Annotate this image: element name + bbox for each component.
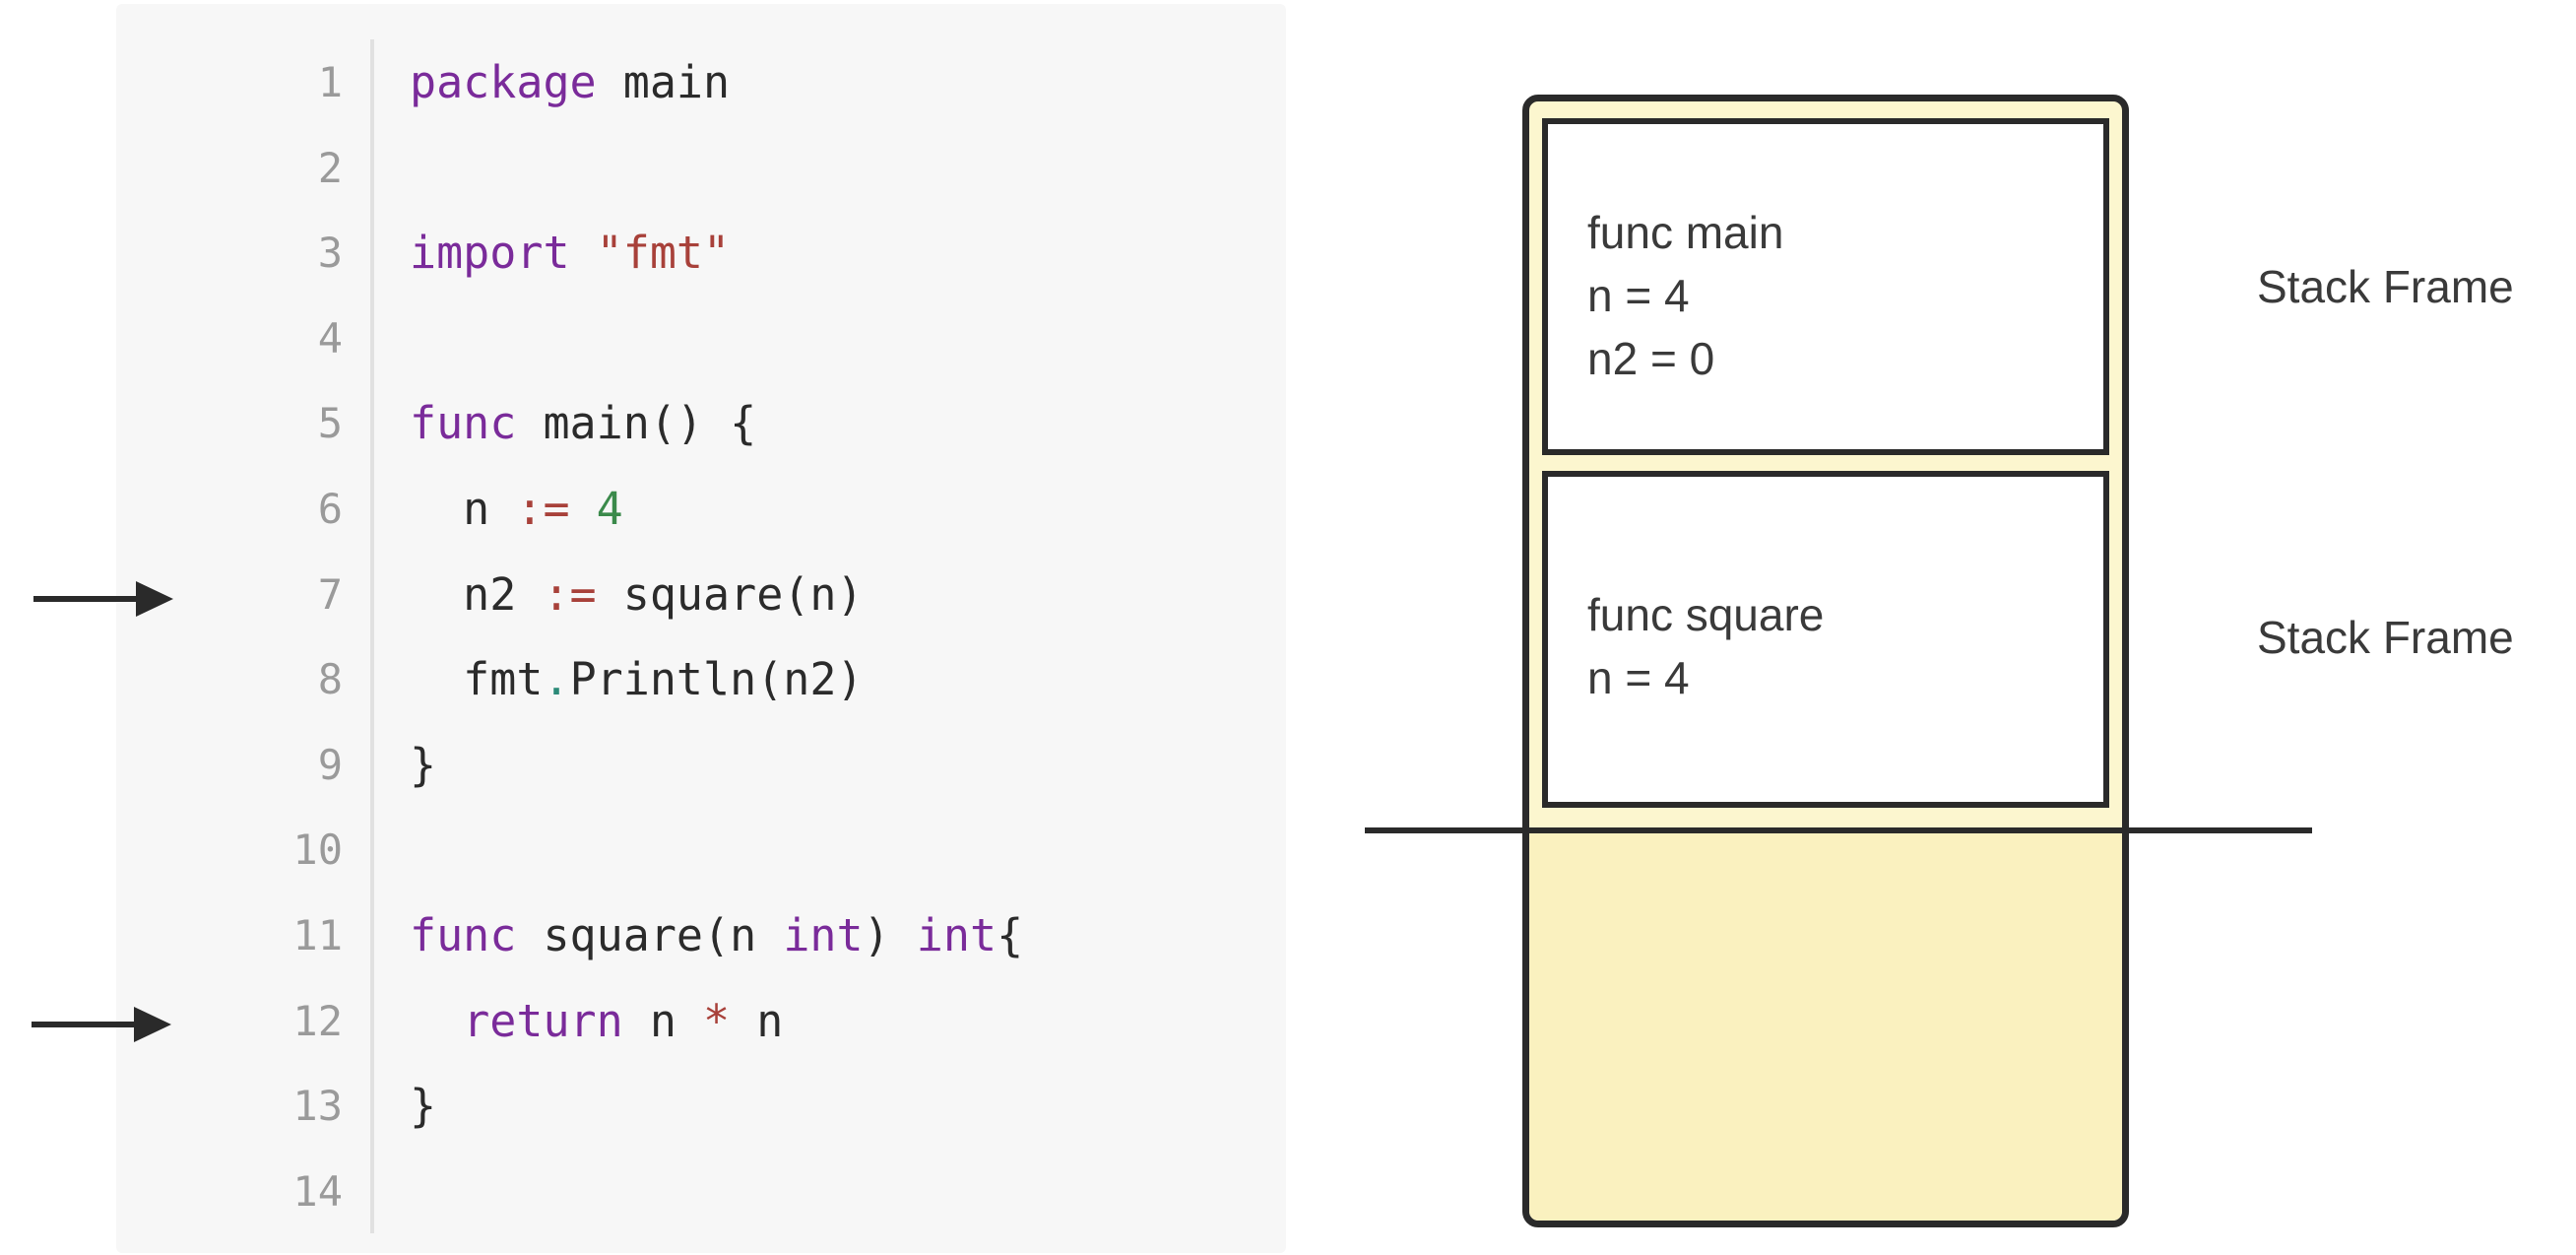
frame-main-title: func main: [1587, 207, 1784, 258]
line-number-13: 13: [292, 1082, 343, 1131]
code-token-plain: square(n): [596, 567, 864, 621]
gutter-divider: [370, 39, 374, 1233]
code-token-plain: n2: [410, 567, 544, 621]
code-text-12: return n * n: [410, 992, 783, 1051]
code-panel: 1 package main 2 3 import "fmt" 4 5 func main()…: [116, 4, 1286, 1253]
code-token-plain: Println(n2): [569, 653, 864, 706]
code-token-plain: [570, 227, 597, 279]
code-token-keyword: package: [410, 56, 597, 108]
code-token-keyword: int: [783, 909, 864, 961]
code-text-11: func square(n int) int{: [410, 906, 1023, 965]
code-token-plain: ): [863, 909, 917, 961]
code-token-operator: :=: [516, 483, 570, 535]
stack-frame-label-square: Stack Frame: [2257, 612, 2514, 663]
stack-frame-square-text: func square n = 4: [1587, 583, 1824, 709]
frame-main-var-n: n = 4: [1587, 270, 1690, 321]
line-number-11: 11: [292, 911, 343, 959]
code-text-3: import "fmt": [410, 224, 730, 283]
code-token-keyword: import: [410, 227, 570, 280]
code-token-operator: *: [703, 994, 731, 1047]
code-token-plain: [410, 995, 463, 1047]
stack-frame-main-text: func main n = 4 n2 = 0: [1587, 201, 1783, 390]
code-token-plain: }: [410, 1080, 437, 1133]
code-text-9: }: [410, 736, 436, 795]
line-number-2: 2: [317, 143, 343, 192]
code-token-dot: .: [543, 653, 570, 706]
code-text-6: n := 4: [410, 480, 623, 539]
line-number-9: 9: [317, 740, 343, 789]
execution-arrow-line-12: [32, 1007, 171, 1042]
code-token-plain: n: [730, 994, 784, 1047]
stack-frame-main: func main n = 4 n2 = 0: [1542, 118, 2109, 455]
stack-pointer-line: [1365, 827, 2312, 833]
code-token-keyword: int: [916, 909, 998, 961]
code-text-1: package main: [410, 53, 730, 112]
frame-square-var-n: n = 4: [1587, 652, 1690, 703]
line-number-1: 1: [317, 58, 343, 106]
code-token-plain: main() {: [516, 397, 757, 450]
line-number-7: 7: [317, 569, 343, 619]
code-token-plain: fmt: [410, 653, 544, 706]
line-number-5: 5: [317, 399, 343, 448]
line-number-3: 3: [317, 229, 343, 278]
code-token-keyword: return: [463, 994, 623, 1047]
code-token-keyword: func: [410, 397, 517, 450]
line-number-6: 6: [317, 485, 343, 533]
code-text-13: }: [410, 1077, 436, 1136]
code-token-plain: {: [997, 909, 1024, 961]
code-token-plain: square(n: [516, 909, 784, 961]
stack-frame-label-main: Stack Frame: [2257, 261, 2514, 312]
line-number-8: 8: [317, 655, 343, 704]
stack-frame-square: func square n = 4: [1542, 471, 2109, 808]
frame-main-var-n2: n2 = 0: [1587, 333, 1715, 384]
execution-arrow-line-7: [33, 581, 173, 617]
stack-free-space: [1529, 830, 2122, 1221]
frame-square-title: func square: [1587, 589, 1825, 640]
line-number-4: 4: [317, 313, 343, 363]
code-token-plain: }: [410, 738, 437, 791]
line-number-12: 12: [292, 996, 343, 1045]
line-number-10: 10: [292, 826, 343, 875]
line-number-14: 14: [292, 1166, 343, 1216]
code-token-operator: :=: [543, 567, 597, 621]
code-token-plain: main: [596, 56, 731, 108]
code-text-5: func main() {: [410, 394, 756, 453]
code-token-keyword: func: [410, 909, 517, 961]
code-text-7: n2 := square(n): [410, 565, 864, 625]
code-token-plain: [570, 483, 597, 535]
code-token-plain: n: [410, 483, 517, 535]
code-token-number: 4: [596, 483, 623, 535]
code-token-plain: n: [622, 994, 704, 1047]
code-text-8: fmt.Println(n2): [410, 650, 864, 709]
code-token-string: "fmt": [596, 227, 731, 280]
